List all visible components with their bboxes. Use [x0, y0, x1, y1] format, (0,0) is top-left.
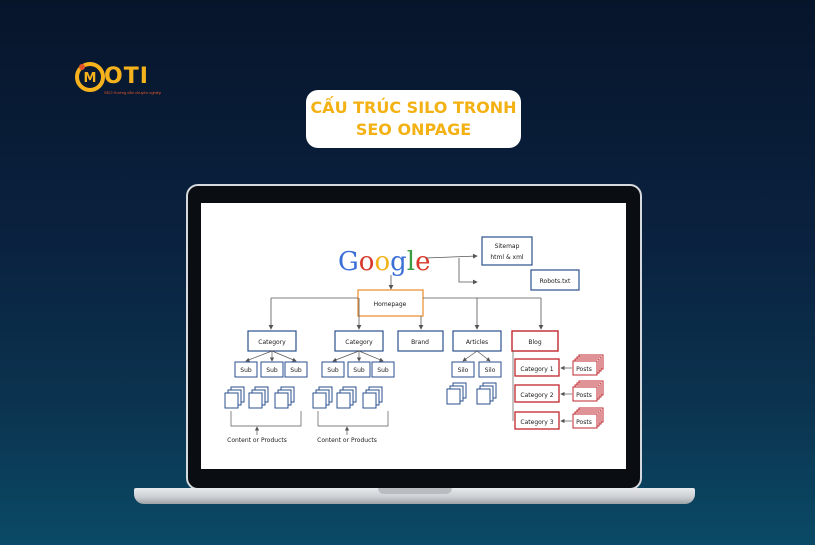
- sub-label: Sub: [266, 367, 278, 374]
- robots-node: [530, 269, 580, 291]
- sitemap-node: [481, 236, 533, 266]
- content-bracket-2: [317, 411, 389, 427]
- google-letter: l: [407, 247, 415, 277]
- blog-node: [511, 330, 559, 352]
- page-stack-sheet: [476, 388, 491, 405]
- blog-label: Blog: [528, 339, 541, 346]
- edge-google-sitemap: [425, 253, 478, 259]
- sub-label: Sub: [290, 367, 302, 374]
- silo-label: Silo: [485, 367, 496, 374]
- sub-node: [284, 361, 308, 378]
- homepage-label: Homepage: [374, 301, 407, 308]
- page-stack-sheet: [336, 392, 351, 409]
- sitemap-label-2: html & xml: [490, 254, 524, 261]
- sub-label: Sub: [353, 367, 365, 374]
- title-line-2: SEO ONPAGE: [355, 120, 472, 139]
- sub-node: [371, 361, 395, 378]
- post-stack-sheet: [572, 360, 598, 376]
- logo-text: OTI: [104, 64, 149, 89]
- google-logo: Google: [338, 247, 430, 277]
- blog-category-node-3: [514, 411, 560, 430]
- google-letter: o: [374, 247, 390, 277]
- page-stack-sheet: [312, 392, 327, 409]
- edge-google-robots: [458, 258, 478, 285]
- laptop-base: [134, 488, 695, 504]
- posts-group: [572, 354, 604, 429]
- brand-label: Brand: [411, 339, 429, 346]
- homepage-node: [357, 289, 424, 317]
- edge-articles-silo2: [476, 350, 491, 362]
- page-stacks: [224, 382, 497, 409]
- sub-node: [260, 361, 284, 378]
- page-stack-sheet: [362, 392, 377, 409]
- blog-category-label-2: Category 2: [520, 392, 553, 399]
- sitemap-label-1: Sitemap: [495, 243, 520, 250]
- silo-label: Silo: [458, 367, 469, 374]
- page-stack-sheet: [274, 392, 289, 409]
- edge-cat1-sub3: [271, 350, 297, 362]
- page-stack-sheet: [224, 392, 239, 409]
- logo-initial: M: [84, 71, 97, 86]
- page-stack-sheet: [446, 388, 461, 405]
- blog-category-node-1: [514, 358, 560, 377]
- sub-node: [234, 361, 258, 378]
- post-stack-sheet: [572, 386, 598, 402]
- laptop-screen: Google Sitemap html & xml Robots.txt Hom…: [201, 203, 626, 469]
- posts-label: Posts: [576, 366, 592, 373]
- edge-cat2-sub3: [358, 350, 384, 362]
- edge-cat1-sub1: [245, 350, 273, 362]
- sub-node: [321, 361, 345, 378]
- page-stack-sheet: [248, 392, 263, 409]
- logo-mark-icon: M: [75, 62, 105, 92]
- logo-tagline: SEO Hướng dẫn chuyên nghiệp: [104, 90, 162, 95]
- blog-category-label-3: Category 3: [520, 419, 553, 426]
- sub-label: Sub: [327, 367, 339, 374]
- sub-label: Sub: [240, 367, 252, 374]
- sub-node: [347, 361, 371, 378]
- robots-label: Robots.txt: [540, 278, 571, 285]
- silo-node: [478, 361, 502, 378]
- category-label-1: Category: [258, 339, 286, 346]
- blog-category-label-1: Category 1: [520, 366, 553, 373]
- articles-label: Articles: [466, 339, 488, 346]
- google-letter: G: [338, 247, 359, 277]
- post-stack-sheet: [572, 413, 598, 429]
- brand-node: [397, 330, 444, 352]
- blog-category-node-2: [514, 384, 560, 403]
- title-line-1: CẤU TRÚC SILO TRONH: [310, 98, 517, 117]
- content-label-2: Content or Products: [317, 437, 377, 444]
- google-letter: g: [390, 247, 407, 277]
- posts-label: Posts: [576, 392, 592, 399]
- content-bracket-1: [230, 411, 302, 427]
- google-letter: e: [415, 247, 430, 277]
- content-label-1: Content or Products: [227, 437, 287, 444]
- sub-label: Sub: [377, 367, 389, 374]
- edge-articles-silo1: [462, 350, 478, 362]
- brand-logo: M OTI SEO Hướng dẫn chuyên nghiệp: [74, 60, 174, 100]
- title-card: CẤU TRÚC SILO TRONH SEO ONPAGE: [306, 90, 521, 148]
- google-letter: o: [359, 247, 375, 277]
- laptop-notch: [378, 488, 452, 494]
- silo-node: [451, 361, 475, 378]
- edge-cat2-sub1: [332, 350, 360, 362]
- category-label-2: Category: [345, 339, 373, 346]
- silo-diagram: Google Sitemap html & xml Robots.txt Hom…: [224, 236, 604, 444]
- posts-label: Posts: [576, 419, 592, 426]
